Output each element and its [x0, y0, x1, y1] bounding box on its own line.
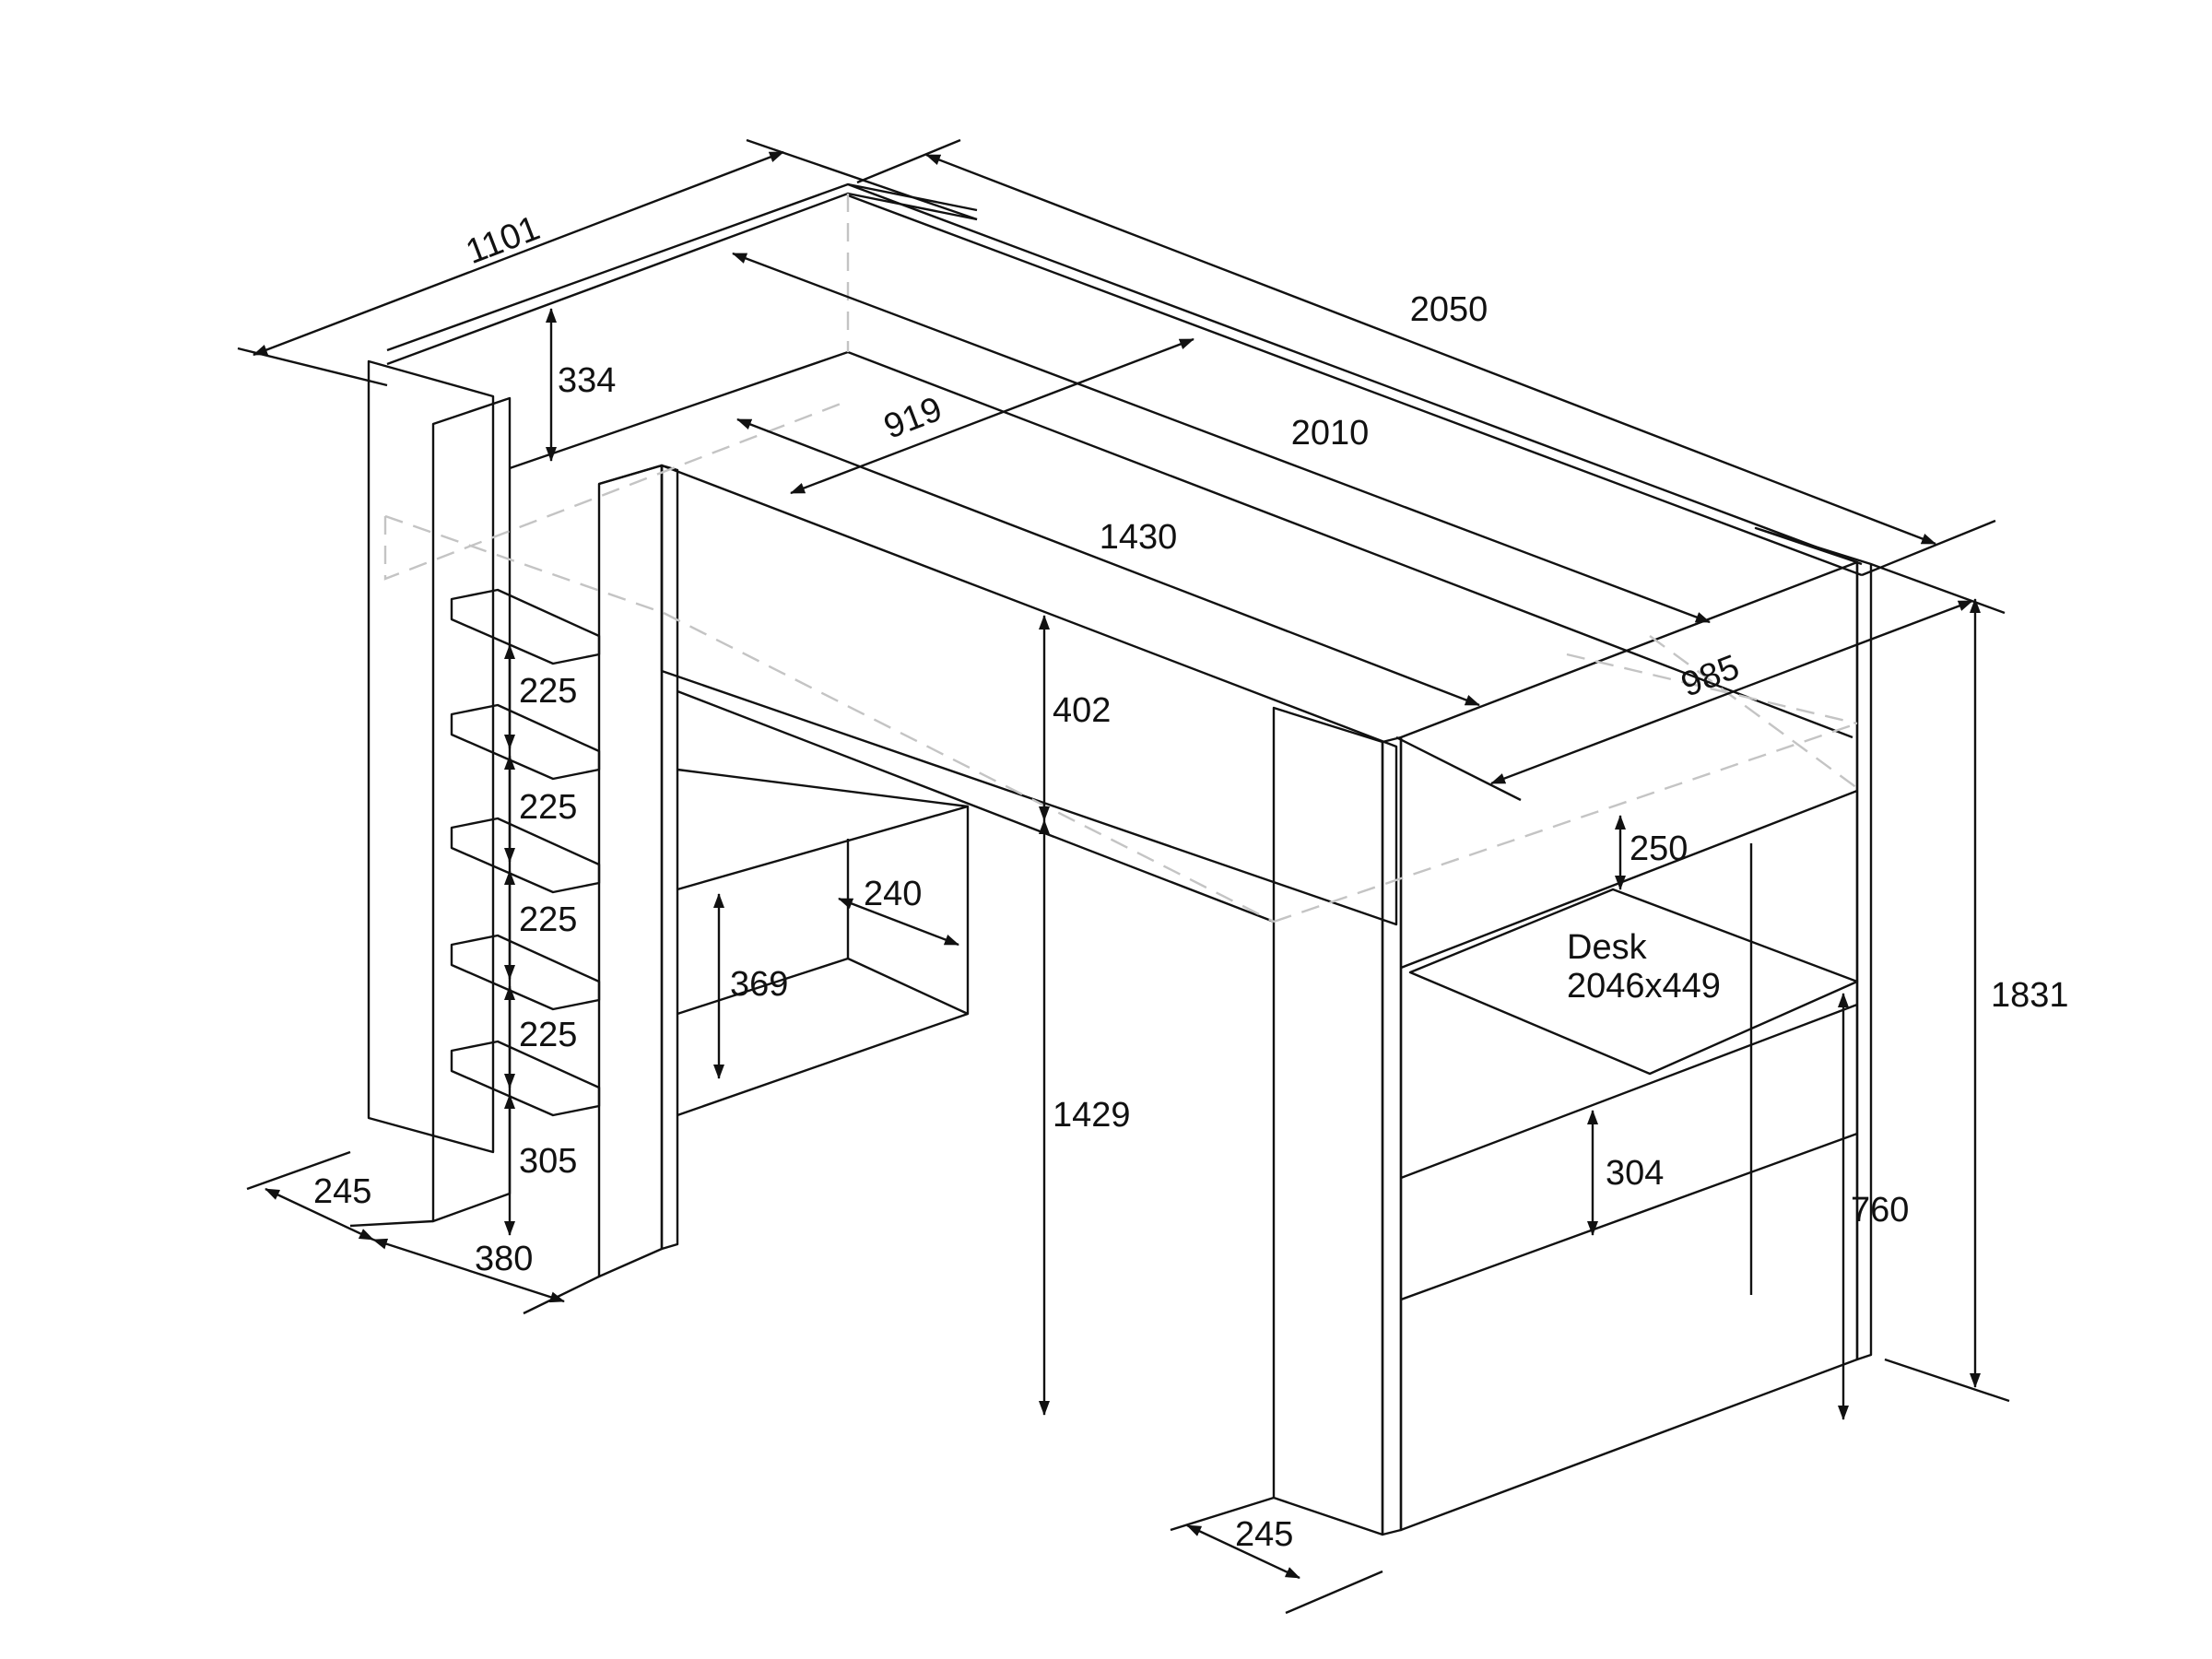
dim-line-2010 [732, 252, 1711, 624]
back-long-rail [847, 182, 1863, 566]
label-1831: 1831 [1991, 976, 2069, 1015]
ladder-front-post [597, 464, 664, 1278]
label-225-1: 225 [519, 672, 577, 711]
under-bed-shelf [677, 768, 970, 1117]
label-250: 250 [1630, 830, 1688, 868]
extension-line [1870, 562, 2006, 615]
desk-cabinet [1399, 560, 1859, 1532]
desk-top [1408, 888, 1859, 1076]
ladder-step [450, 934, 601, 1011]
dim-line-1101 [253, 150, 784, 357]
label-760: 760 [1851, 1191, 1909, 1230]
desk-label: Desk [1567, 928, 1648, 967]
hidden-edge [384, 514, 665, 615]
ladder-step [450, 1040, 601, 1117]
cabinet-shelf-mid [1400, 1003, 1858, 1180]
label-380: 380 [475, 1240, 533, 1278]
front-right-post-side [1381, 735, 1403, 1536]
label-2010: 2010 [1291, 414, 1370, 453]
dimension-lines [237, 138, 2010, 1615]
shelf-board [677, 957, 849, 1016]
extension-line [856, 138, 961, 184]
dim-line-245-ladder [265, 1187, 374, 1241]
hidden-edge [663, 611, 1275, 924]
cabinet-shelf-low [1400, 1132, 1858, 1301]
ladder-front-post-side [660, 464, 679, 1251]
ladder-step [450, 817, 601, 894]
label-304: 304 [1606, 1154, 1664, 1193]
hidden-edge [1273, 722, 1858, 924]
back-long-rail-lower [847, 194, 1863, 577]
under-bed-rail [677, 689, 1275, 924]
dim-line-985 [1490, 599, 1973, 785]
label-225-4: 225 [519, 1016, 577, 1054]
dimension-labels: 1101 2050 2010 919 1430 985 1831 334 402… [313, 209, 2069, 1554]
dim-line-245-desk [1186, 1524, 1300, 1580]
extension-line [349, 1219, 434, 1228]
extension-line [523, 1275, 600, 1315]
dim-line-380 [372, 1238, 565, 1303]
label-985: 985 [1677, 648, 1745, 705]
extension-line [237, 347, 388, 387]
hidden-edge [383, 399, 849, 581]
ladder-step [450, 703, 601, 781]
label-369: 369 [730, 965, 788, 1004]
extension-line [1861, 519, 1996, 577]
cabinet-shelf-top [1400, 789, 1858, 970]
right-end-guard [1754, 526, 1873, 1361]
label-1430: 1430 [1100, 518, 1178, 557]
dim-line-919 [790, 337, 1194, 495]
label-225-2: 225 [519, 788, 577, 827]
dim-line-1430 [736, 418, 1480, 707]
label-402: 402 [1053, 691, 1111, 730]
desk-size-label: 2046x449 [1567, 967, 1721, 1006]
dim-line-240 [838, 897, 959, 947]
shelf-frame [677, 805, 970, 1117]
ladder-steps [450, 588, 601, 1117]
label-245-desk: 245 [1235, 1515, 1293, 1554]
front-right-post [1272, 706, 1384, 1536]
label-2050: 2050 [1410, 290, 1488, 329]
front-guard-panel [660, 464, 1398, 926]
hidden-lines [383, 194, 1858, 924]
extension-line [1395, 735, 1522, 802]
ladder-step [450, 588, 601, 665]
label-225-3: 225 [519, 900, 577, 939]
extension-line [1285, 1570, 1383, 1615]
bed-deck-edge [509, 350, 1853, 739]
label-334: 334 [558, 361, 616, 400]
back-left-post [367, 359, 495, 1154]
label-1429: 1429 [1053, 1096, 1131, 1135]
extension-line [246, 1150, 351, 1191]
dim-line-2050 [925, 153, 1936, 546]
ladder-left-post [431, 396, 512, 1223]
label-240: 240 [864, 875, 922, 913]
shelf-back [677, 768, 969, 808]
label-305: 305 [519, 1142, 577, 1181]
label-245-ladder: 245 [313, 1172, 371, 1211]
top-guard-rail [386, 192, 978, 366]
extension-line [1884, 1358, 2010, 1403]
shelf-board [847, 957, 969, 1016]
label-1101: 1101 [461, 209, 545, 272]
